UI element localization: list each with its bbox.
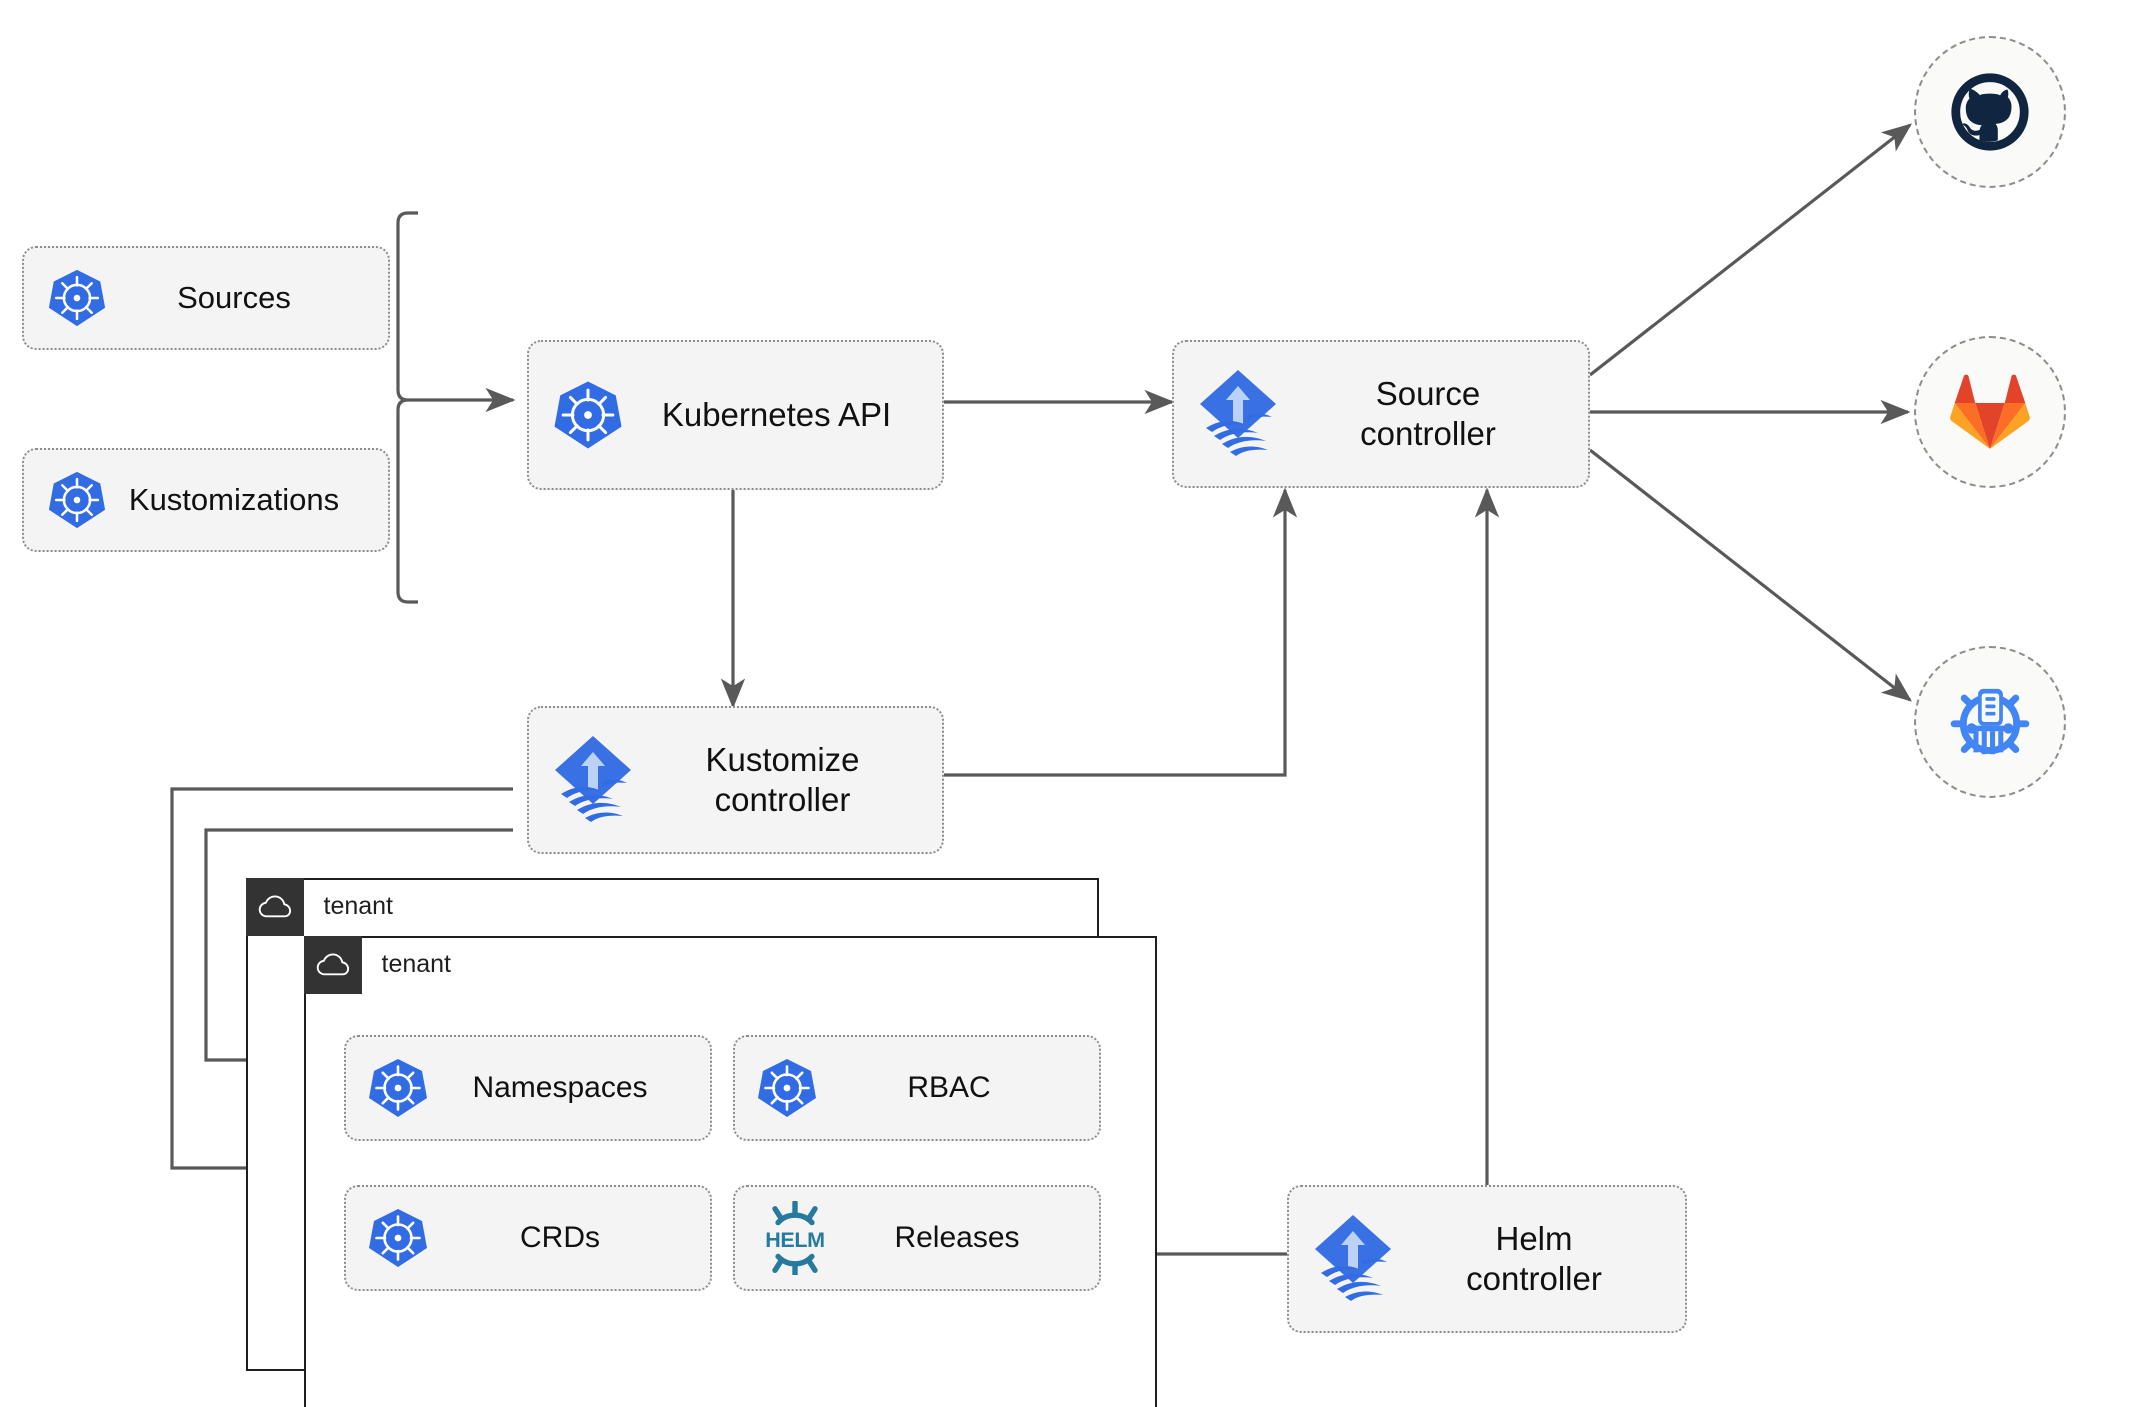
group-bracket (396, 211, 418, 604)
flux-icon (549, 732, 637, 828)
provider-gitlab[interactable] (1914, 336, 2066, 488)
resource-label: Sources (177, 280, 291, 316)
kubernetes-icon (366, 1056, 430, 1120)
node-kubernetes-api[interactable]: Kubernetes API (527, 340, 944, 490)
resource-chip-kustomizations[interactable]: Kustomizations (22, 448, 390, 552)
resource-chip-sources[interactable]: Sources (22, 246, 390, 350)
node-label: Helm controller (1466, 1219, 1602, 1297)
kubernetes-icon (46, 267, 108, 329)
tenant-header-back: tenant (245, 877, 394, 936)
wire-kustomize-source (944, 487, 1298, 777)
node-helm-controller[interactable]: Helm controller (1287, 1185, 1687, 1333)
node-label: Kustomize controller (705, 740, 860, 818)
cloud-icon (245, 877, 304, 936)
tenant-header-front: tenant (303, 935, 452, 994)
kubernetes-icon (551, 378, 625, 452)
helm-icon: HELM (755, 1201, 835, 1275)
node-label: Source controller (1360, 374, 1496, 452)
kubernetes-icon (366, 1206, 430, 1270)
tenant-resource-label: RBAC (907, 1070, 991, 1104)
tenant-name: tenant (381, 950, 452, 978)
tenant-resource-crds[interactable]: CRDs (344, 1185, 712, 1291)
node-source-controller[interactable]: Source controller (1172, 340, 1590, 488)
tenant-resource-label: CRDs (520, 1220, 600, 1254)
tenant-resource-label: Releases (894, 1220, 1020, 1254)
tenant-resource-rbac[interactable]: RBAC (733, 1035, 1101, 1141)
tenant-resource-label: Namespaces (472, 1070, 648, 1104)
node-label: Kubernetes API (661, 395, 892, 433)
wire-source-registry (1589, 448, 1913, 702)
provider-github[interactable] (1914, 36, 2066, 188)
node-kustomize-controller[interactable]: Kustomize controller (527, 706, 944, 854)
github-icon (1951, 73, 2029, 151)
tenant-name: tenant (323, 892, 394, 920)
flux-icon (1194, 366, 1282, 462)
tenant-panel-front[interactable]: tenant (303, 935, 1157, 1407)
resource-label: Kustomizations (128, 482, 340, 518)
gitlab-icon (1950, 374, 2030, 449)
helm-registry-icon (1950, 688, 2030, 755)
kubernetes-icon (46, 469, 108, 531)
flux-icon (1309, 1211, 1397, 1307)
tenant-resource-releases[interactable]: HELM Releases (733, 1185, 1101, 1291)
kubernetes-icon (755, 1056, 819, 1120)
cloud-icon (303, 935, 362, 994)
provider-helm-registry[interactable] (1914, 646, 2066, 798)
wire-source-github (1589, 123, 1913, 377)
tenant-resource-namespaces[interactable]: Namespaces (344, 1035, 712, 1141)
svg-text:HELM: HELM (765, 1228, 824, 1252)
